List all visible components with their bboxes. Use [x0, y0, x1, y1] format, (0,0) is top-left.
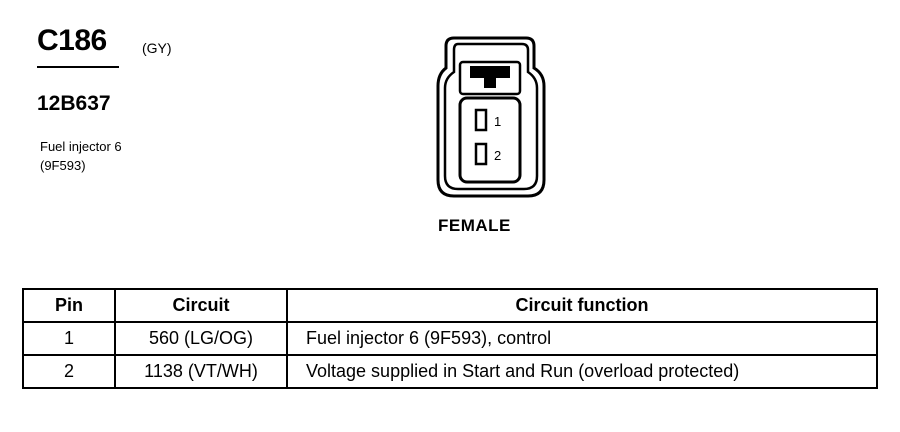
component-part-number: (9F593) [40, 158, 86, 173]
cell-circuit: 1138 (VT/WH) [114, 354, 288, 389]
cell-pin: 1 [22, 321, 116, 356]
cell-circuit-function: Fuel injector 6 (9F593), control [286, 321, 878, 356]
table-row: 1 560 (LG/OG) Fuel injector 6 (9F593), c… [22, 321, 878, 356]
header-pin: Pin [22, 288, 116, 323]
table-header-row: Pin Circuit Circuit function [22, 288, 878, 323]
component-name: Fuel injector 6 [40, 139, 122, 154]
connector-gender-label: FEMALE [438, 216, 511, 235]
locking-tab-latch [470, 66, 510, 88]
header-circuit-function: Circuit function [286, 288, 878, 323]
connector-face-diagram: 1 2 [436, 36, 546, 198]
cell-circuit: 560 (LG/OG) [114, 321, 288, 356]
connector-outer-shell [436, 36, 546, 198]
table-row: 2 1138 (VT/WH) Voltage supplied in Start… [22, 354, 878, 389]
header-circuit: Circuit [114, 288, 288, 323]
pinout-table: Pin Circuit Circuit function 1 560 (LG/O… [22, 288, 878, 389]
connector-id: C186 [37, 24, 107, 57]
pin-body [458, 96, 522, 184]
cell-circuit-function: Voltage supplied in Start and Run (overl… [286, 354, 878, 389]
cell-pin: 2 [22, 354, 116, 389]
pin-label-1: 1 [494, 114, 501, 129]
pin-cavity-1 [474, 108, 488, 132]
part-number: 12B637 [37, 92, 111, 115]
locking-tab [458, 60, 522, 96]
connector-inner-shell [443, 42, 539, 191]
pin-label-2: 2 [494, 148, 501, 163]
pin-cavity-2 [474, 142, 488, 166]
connector-color: (GY) [142, 40, 172, 56]
connector-id-underline [37, 66, 119, 68]
